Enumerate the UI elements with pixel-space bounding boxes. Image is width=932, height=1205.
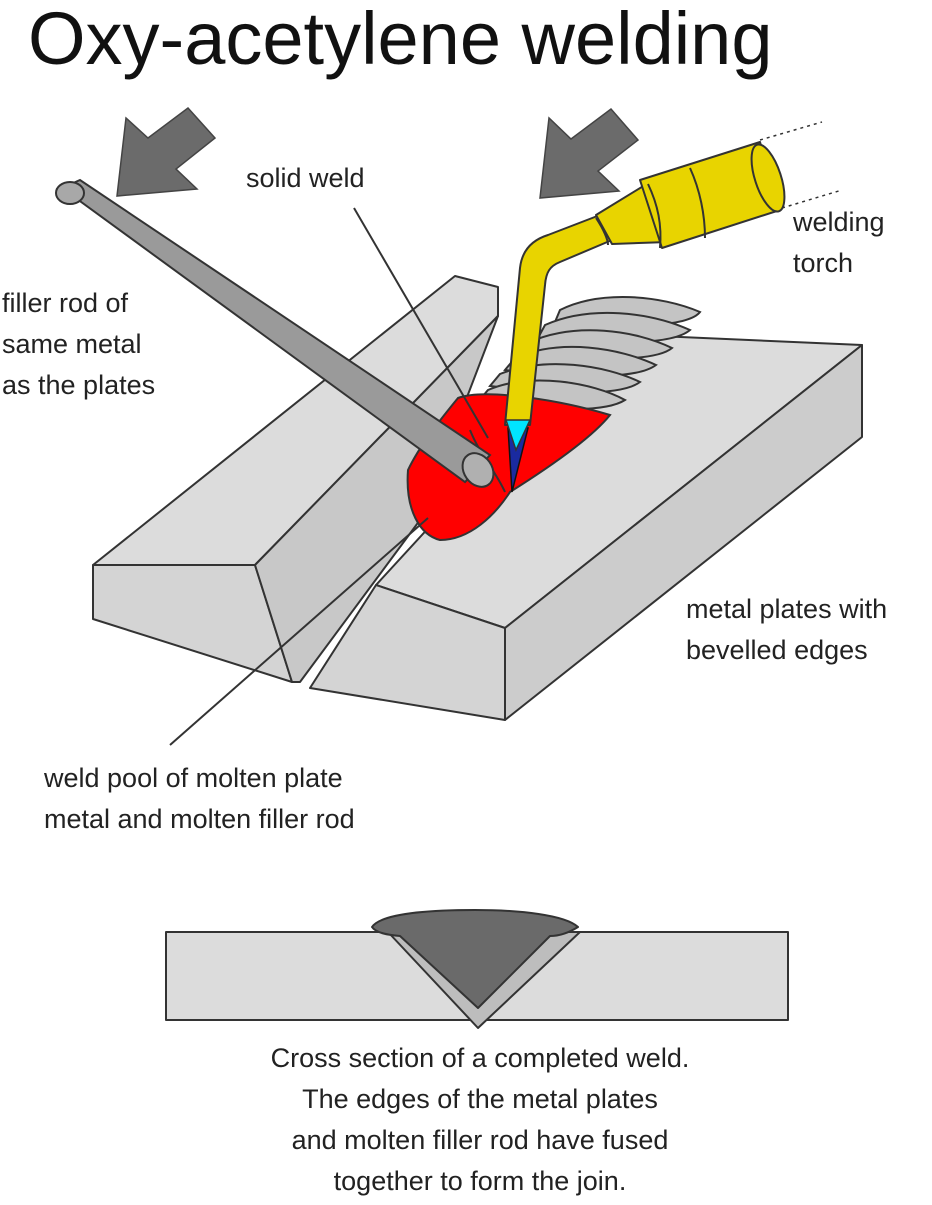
- label-line: as the plates: [2, 365, 155, 406]
- label-line: welding: [793, 202, 885, 243]
- label-solid-weld: solid weld: [246, 158, 365, 199]
- label-metal-plates: metal plates with bevelled edges: [686, 589, 887, 671]
- label-line: bevelled edges: [686, 630, 887, 671]
- page-title: Oxy-acetylene welding: [28, 0, 772, 84]
- label-line: torch: [793, 243, 885, 284]
- label-line: metal plates with: [686, 589, 887, 630]
- label-line: solid weld: [246, 158, 365, 199]
- caption-line: The edges of the metal plates: [180, 1079, 780, 1120]
- caption-line: and molten filler rod have fused: [180, 1120, 780, 1161]
- label-line: weld pool of molten plate: [44, 758, 355, 799]
- arrow-icon: [117, 108, 215, 196]
- arrow-icon: [540, 109, 638, 198]
- torch-hose-line: [760, 122, 822, 140]
- filler-rod-top-end: [56, 182, 84, 204]
- cross-section: [166, 910, 788, 1028]
- caption-line: Cross section of a completed weld.: [180, 1038, 780, 1079]
- label-line: same metal: [2, 324, 155, 365]
- cross-section-caption: Cross section of a completed weld. The e…: [180, 1038, 780, 1202]
- label-filler-rod: filler rod of same metal as the plates: [2, 283, 155, 406]
- label-welding-torch: welding torch: [793, 202, 885, 284]
- label-weld-pool: weld pool of molten plate metal and molt…: [44, 758, 355, 840]
- caption-line: together to form the join.: [180, 1161, 780, 1202]
- label-line: metal and molten filler rod: [44, 799, 355, 840]
- label-line: filler rod of: [2, 283, 155, 324]
